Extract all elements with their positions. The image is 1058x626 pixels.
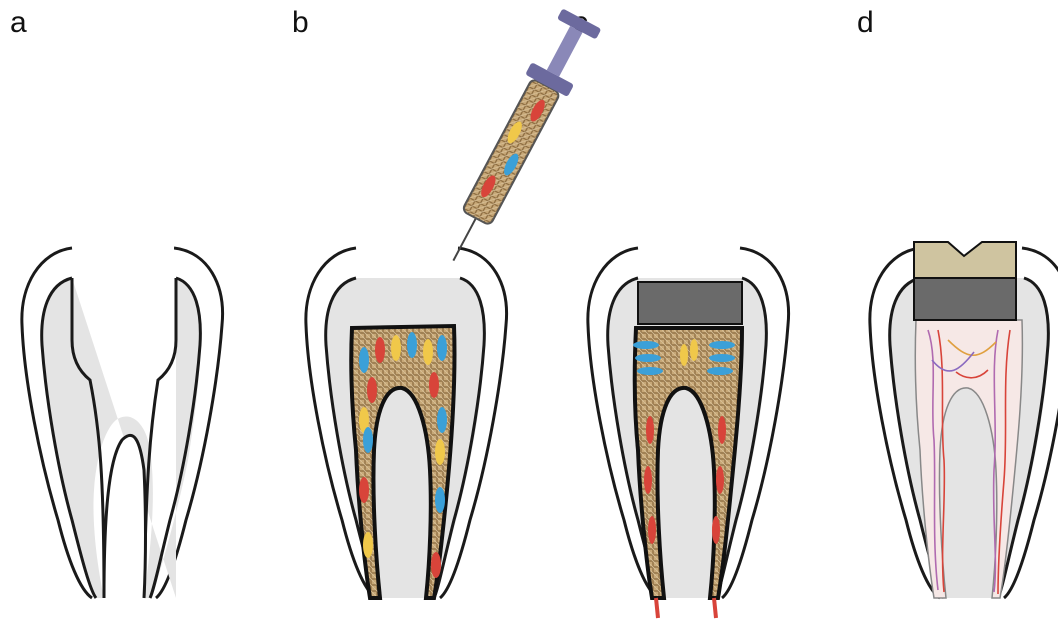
coronal-seal (638, 282, 742, 324)
tooth-a (22, 248, 223, 598)
coronal-seal (914, 278, 1016, 320)
tooth-c (588, 248, 789, 618)
tooth-b (306, 7, 603, 598)
tooth-d (870, 242, 1058, 598)
syringe-icon (432, 7, 603, 271)
crown-restoration (914, 242, 1016, 278)
